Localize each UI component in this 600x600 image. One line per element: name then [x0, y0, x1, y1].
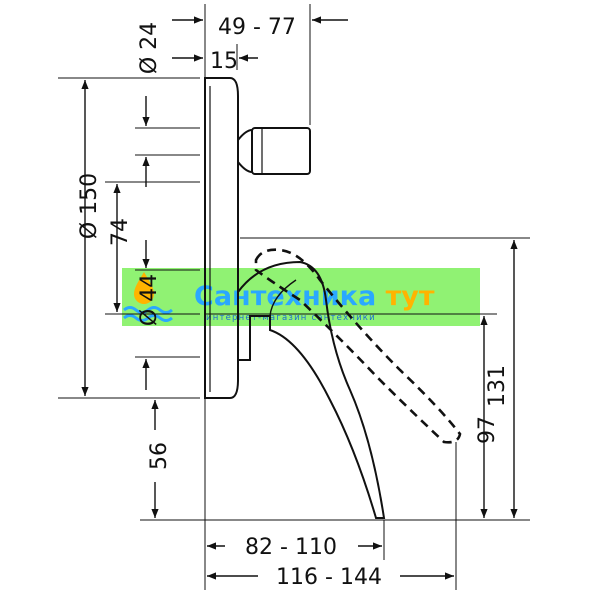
dim-label-56: 56 [147, 442, 172, 470]
dimension-lines [81, 16, 518, 580]
dim-label-15: 15 [210, 49, 238, 74]
dim-label-131: 131 [485, 365, 510, 407]
lever-handle [237, 260, 386, 519]
dim-label-74: 74 [108, 218, 133, 246]
dim-label-24: Ø 24 [137, 22, 162, 74]
dim-label-150: Ø 150 [77, 173, 102, 239]
watermark-band [122, 268, 480, 326]
dim-label-44: Ø 44 [137, 274, 162, 326]
dim-label-116-144: 116 - 144 [276, 565, 382, 590]
diverter-neck [237, 128, 253, 174]
extension-lines [58, 4, 530, 590]
lever-highlight [269, 279, 297, 317]
dim-label-97: 97 [475, 416, 500, 444]
faucet-outline [204, 77, 386, 519]
dim-label-82-110: 82 - 110 [245, 535, 337, 560]
watermark-logo-icon [123, 272, 173, 322]
wall-plate [204, 77, 239, 399]
watermark-subtitle: интернет-магазин сантехники [206, 313, 376, 323]
dimension-labels: 49 - 77 15 Ø 24 Ø 150 74 Ø 44 56 131 97 … [77, 15, 510, 590]
diverter-knob [251, 127, 311, 175]
watermark: Сантехника тут интернет-магазин сантехни… [122, 268, 480, 326]
watermark-title: Сантехника тут [194, 281, 435, 312]
dim-label-49-77: 49 - 77 [218, 15, 296, 40]
lever-alt-position [254, 248, 462, 444]
